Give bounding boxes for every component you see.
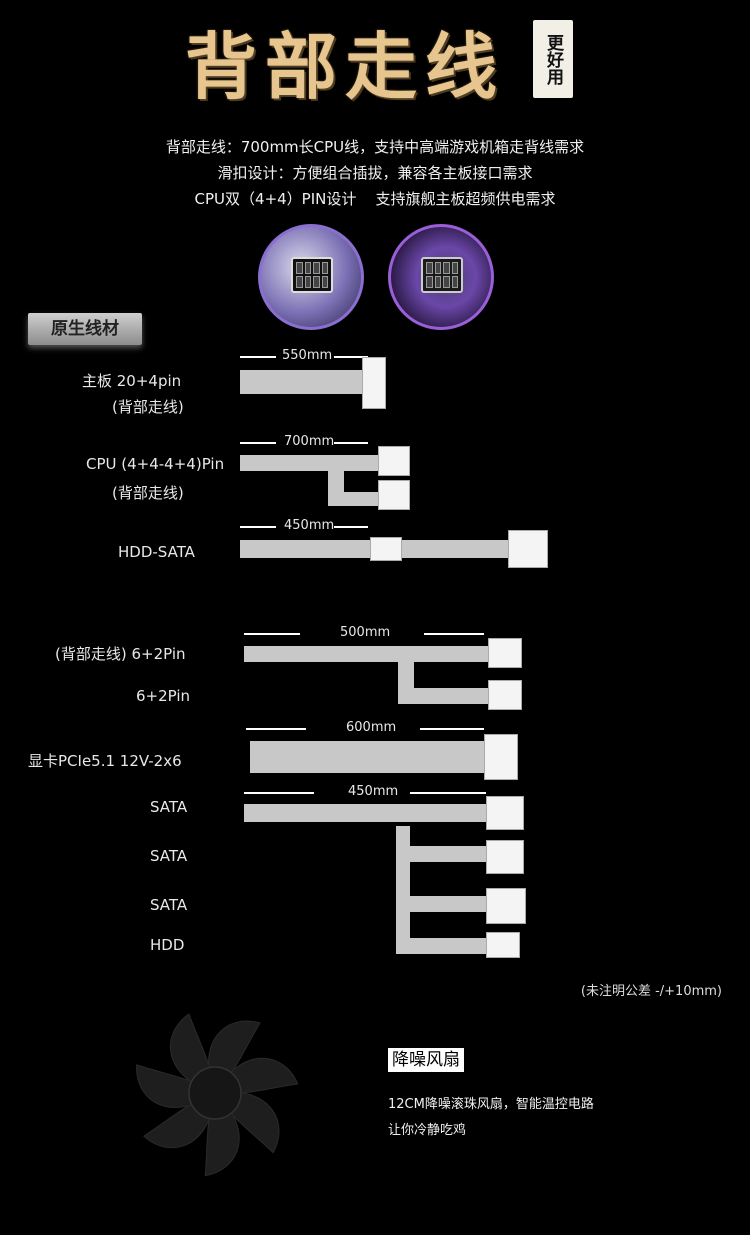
feature-line-2: 滑扣设计：方便组合插拔，兼容各主板接口需求 [217, 164, 533, 182]
feature-line-1: 背部走线：700mm长CPU线，支持中高端游戏机箱走背线需求 [165, 138, 585, 156]
hdd-plug [508, 530, 548, 568]
length-arrow-left [244, 792, 314, 794]
hdd-sata-label: HDD-SATA [118, 543, 195, 561]
mb-cable-sublabel: (背部走线) [112, 398, 184, 416]
sata-label-2: SATA [150, 847, 188, 865]
sata-label-3: SATA [150, 896, 188, 914]
pcie-plug-1 [488, 638, 522, 668]
tolerance-note: (未注明公差 -/+10mm) [580, 984, 722, 999]
length-arrow-right [420, 728, 484, 730]
fan-icon [136, 1013, 299, 1177]
connector-photo-right [388, 224, 494, 330]
sata-plug-1 [486, 796, 524, 830]
length-arrow-left [246, 728, 306, 730]
mb-24pin-plug [362, 357, 386, 409]
length-arrow-left [240, 356, 276, 358]
hdd-branch [396, 938, 488, 954]
sata-cable-bar [244, 804, 488, 822]
hdd-sata-length: 450mm [284, 518, 335, 533]
pcie-cable-branch-end [398, 688, 490, 704]
feature-line-3: CPU双（4+4）PIN设计 支持旗舰主板超频供电需求 [194, 190, 556, 208]
cpu-cable-bar [240, 455, 380, 471]
length-arrow-left [240, 442, 276, 444]
hdd-label: HDD [150, 936, 185, 954]
hero-title: 背部走线 [184, 24, 505, 109]
length-arrow-right [424, 633, 484, 635]
seal-stamp: 更好用 [533, 20, 573, 98]
section-badge: 原生线材 [28, 313, 142, 345]
fan-title-box: 降噪风扇 [388, 1048, 464, 1072]
length-arrow-left [240, 526, 276, 528]
mb-cable-label: 主板 20+4pin [82, 372, 182, 390]
sata-branch-2 [396, 846, 488, 862]
length-arrow-right [334, 442, 368, 444]
mb-cable-length: 550mm [282, 348, 333, 363]
cpu-connector-icon [291, 257, 333, 293]
sata-length: 450mm [348, 784, 399, 799]
gpu-12vhpwr-plug [484, 734, 518, 780]
fan-description-2: 让你冷静吃鸡 [388, 1123, 467, 1138]
cpu-cable-sublabel: (背部走线) [112, 484, 184, 502]
connector-photo-left [258, 224, 364, 330]
pcie-bottom-label: 6+2Pin [136, 687, 191, 705]
cpu-plug-2 [378, 480, 410, 510]
pcie-top-label: (背部走线) 6+2Pin [55, 645, 186, 663]
hdd-molex-plug [486, 932, 520, 958]
sata-mid-plug [370, 537, 402, 561]
length-arrow-right [410, 792, 486, 794]
pcie-plug-2 [488, 680, 522, 710]
gpu-cable-bar [250, 741, 486, 773]
pcie-cable-bar [244, 646, 490, 662]
gpu-cable-length: 600mm [346, 720, 397, 735]
cpu-cable-label: CPU (4+4-4+4)Pin [86, 455, 225, 473]
pcie-length: 500mm [340, 625, 391, 640]
cpu-plug-1 [378, 446, 410, 476]
cpu-cable-length: 700mm [284, 434, 335, 449]
length-arrow-right [334, 356, 368, 358]
sata-plug-3 [486, 888, 526, 924]
gpu-cable-label: 显卡PCIe5.1 12V-2x6 [28, 752, 182, 770]
cpu-cable-branch-end [328, 492, 380, 506]
fan-description-1: 12CM降噪滚珠风扇，智能温控电路 [388, 1097, 594, 1112]
mb-cable-bar [240, 370, 364, 394]
motherboard-socket-icon [421, 257, 463, 293]
length-arrow-right [334, 526, 368, 528]
sata-label-1: SATA [150, 798, 188, 816]
sata-plug-2 [486, 840, 524, 874]
length-arrow-left [244, 633, 300, 635]
sata-branch-3 [396, 896, 488, 912]
